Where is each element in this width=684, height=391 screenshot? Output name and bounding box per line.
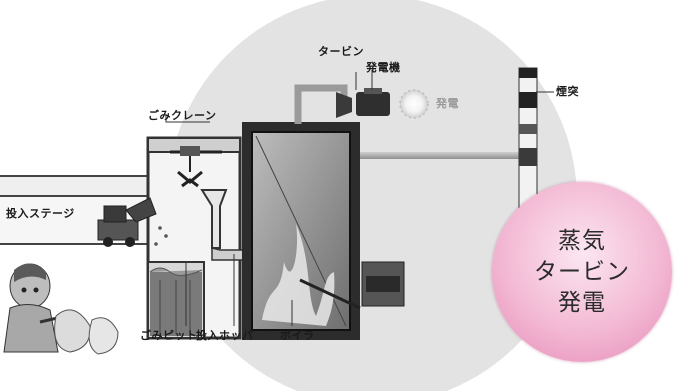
generator [356, 88, 390, 116]
waste-pit [147, 261, 205, 339]
turbine-label: タービン [318, 45, 364, 58]
badge-line-steam: 蒸気 [558, 227, 606, 254]
waste-pit-label: ごみピット [140, 329, 198, 342]
badge-line-turbine: タービン [534, 258, 630, 285]
input-hopper [200, 189, 251, 261]
callout-lines [165, 70, 554, 326]
badge-line-power: 発電 [558, 289, 606, 316]
generator-label: 発電機 [366, 61, 401, 74]
chimney-label: 煙突 [556, 85, 579, 98]
flue-duct [360, 152, 520, 159]
garbage-truck [97, 197, 168, 247]
steam-turbine-power-badge: 蒸気 タービン 発電 [492, 182, 672, 362]
input-stage-label: 投入ステージ [6, 207, 75, 220]
chimney [518, 67, 538, 229]
boiler [242, 122, 361, 340]
crane-label: ごみクレーン [148, 109, 217, 122]
ash-box [361, 261, 405, 307]
power-glow [399, 89, 429, 119]
boiler-label: ボイラ [280, 329, 315, 342]
power-generation-label: 発電 [436, 97, 459, 110]
turbine [336, 92, 352, 118]
input-hopper-label: 投入ホッパ [196, 329, 254, 342]
person-with-bags [3, 263, 119, 355]
steam-pipe [294, 84, 348, 124]
